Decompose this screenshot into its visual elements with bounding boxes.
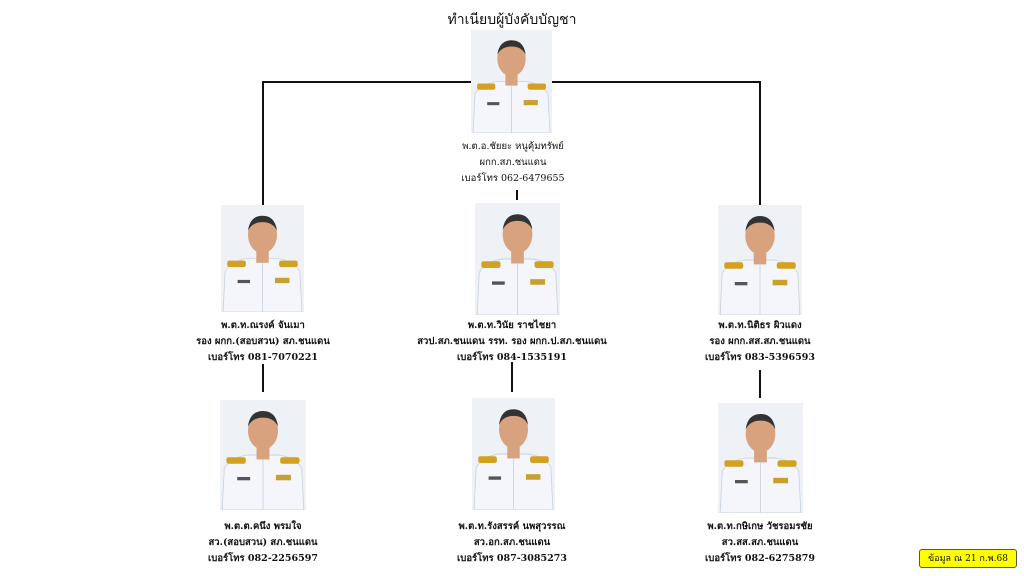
connector-line: [262, 81, 472, 83]
person-name: พ.ต.อ.ชัยยะ หนูคุ้มทรัพย์: [462, 141, 564, 152]
portrait-icon: [718, 205, 802, 315]
inspector-photo: [718, 403, 803, 513]
connector-line: [759, 370, 761, 398]
connector-line: [552, 81, 761, 83]
inspector-info: พ.ต.ท.รังสรรค์ นพสุวรรณ สว.อก.สภ.ชนแดน เ…: [362, 519, 662, 567]
deputy-photo: [718, 205, 802, 315]
deputy-photo: [475, 203, 560, 315]
connector-line: [511, 362, 513, 392]
connector-line: [262, 364, 264, 392]
deputy-info: พ.ต.ท.วินัย ราชไชยา สวป.สภ.ชนแดน รรท. รอ…: [362, 318, 662, 366]
person-phone: เบอร์โทร 082-6275879: [705, 553, 815, 564]
person-name: พ.ต.ต.คนึง พรมใจ: [224, 521, 302, 532]
person-phone: เบอร์โทร 081-7070221: [208, 352, 318, 363]
data-date-badge: ข้อมูล ณ 21 ก.พ.68: [919, 549, 1017, 568]
person-phone: เบอร์โทร 083-5396593: [705, 352, 815, 363]
person-name: พ.ต.ท.วินัย ราชไชยา: [467, 320, 557, 331]
person-phone: เบอร์โทร 087-3085273: [457, 553, 567, 564]
connector-line: [516, 190, 518, 200]
connector-line: [759, 81, 761, 205]
portrait-icon: [472, 398, 555, 510]
portrait-icon: [471, 30, 552, 133]
chart-title: ทำเนียบผู้บังคับบัญชา: [447, 12, 577, 28]
commander-info: พ.ต.อ.ชัยยะ หนูคุ้มทรัพย์ ผกก.สภ.ชนแดน เ…: [363, 139, 663, 187]
person-position: ผกก.สภ.ชนแดน: [479, 157, 547, 168]
inspector-photo: [472, 398, 555, 510]
deputy-photo: [221, 205, 304, 312]
person-position: สวป.สภ.ชนแดน รรท. รอง ผกก.ป.สภ.ชนแดน: [417, 336, 607, 347]
person-phone: เบอร์โทร 062-6479655: [461, 173, 565, 184]
person-name: พ.ต.ท.รังสรรค์ นพสุวรรณ: [458, 521, 566, 532]
person-phone: เบอร์โทร 082-2256597: [208, 553, 318, 564]
person-name: พ.ต.ท.นิติธร ผิวแดง: [718, 320, 802, 331]
person-phone: เบอร์โทร 084-1535191: [457, 352, 567, 363]
inspector-info: พ.ต.ต.คนึง พรมใจ สว.(สอบสวน) สภ.ชนแดน เบ…: [113, 519, 413, 567]
commander-photo: [471, 30, 552, 133]
deputy-info: พ.ต.ท.ณรงค์ จันเมา รอง ผกก.(สอบสวน) สภ.ช…: [113, 318, 413, 366]
portrait-icon: [221, 205, 304, 312]
inspector-info: พ.ต.ท.กษิเกษ วัชรอมรชัย สว.สส.สภ.ชนแดน เ…: [610, 519, 910, 567]
person-position: สว.(สอบสวน) สภ.ชนแดน: [208, 537, 318, 548]
portrait-icon: [220, 400, 306, 510]
connector-line: [262, 81, 264, 205]
deputy-info: พ.ต.ท.นิติธร ผิวแดง รอง ผกก.สส.สภ.ชนแดน …: [610, 318, 910, 366]
inspector-photo: [220, 400, 306, 510]
person-position: สว.สส.สภ.ชนแดน: [721, 537, 799, 548]
person-position: รอง ผกก.(สอบสวน) สภ.ชนแดน: [196, 336, 330, 347]
person-position: รอง ผกก.สส.สภ.ชนแดน: [709, 336, 811, 347]
portrait-icon: [718, 403, 803, 513]
person-position: สว.อก.สภ.ชนแดน: [473, 537, 551, 548]
portrait-icon: [475, 203, 560, 315]
person-name: พ.ต.ท.ณรงค์ จันเมา: [221, 320, 305, 331]
person-name: พ.ต.ท.กษิเกษ วัชรอมรชัย: [707, 521, 813, 532]
